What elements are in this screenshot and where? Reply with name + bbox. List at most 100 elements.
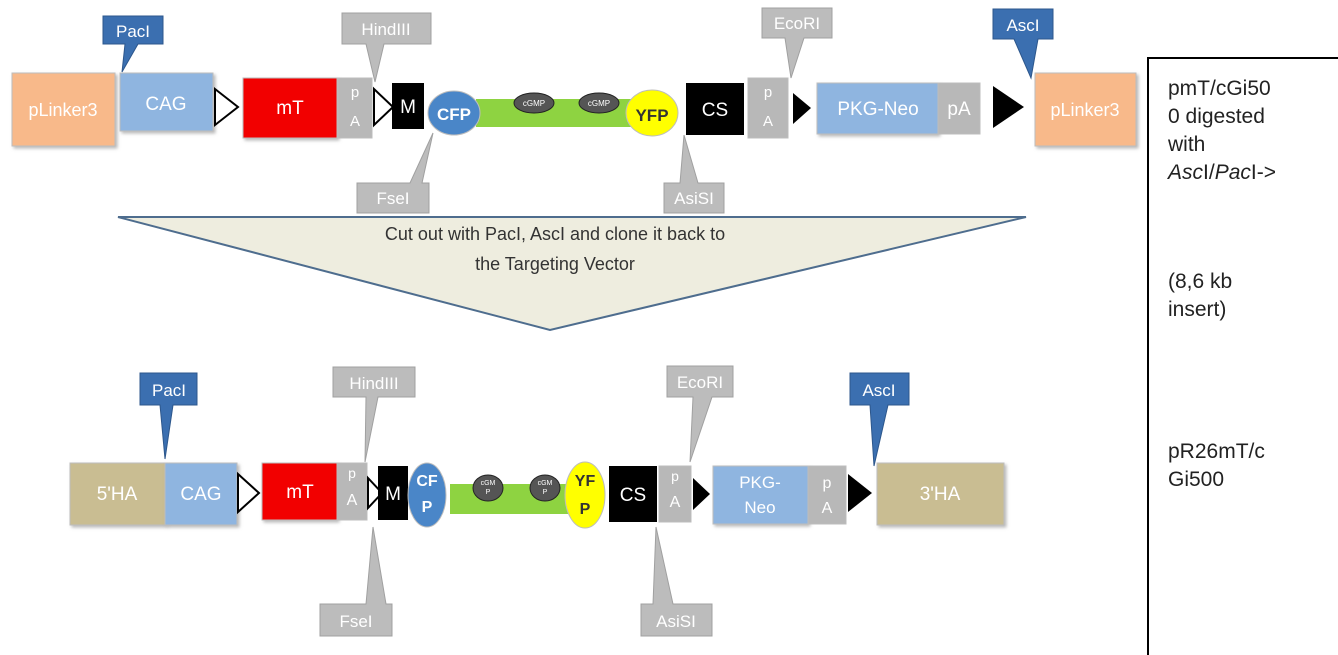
top-cs-label: CS [702,100,728,121]
top-callouts: PacI HindIII EcoRI AscI FseI AsiSI [102,7,1054,214]
bottom-paci-callout [139,372,198,460]
bottom-ecori-callout [666,365,734,463]
top-pa1-p: p [351,84,359,101]
bottom-mt-label: mT [286,482,314,503]
clone-back-arrow [117,216,1027,332]
top-pa3-box [937,82,981,135]
bottom-pkg-neo-a: PKG- [739,473,781,492]
side-line-1: pmT/cGi50 [1168,77,1271,100]
bottom-pa3-box [807,465,847,525]
bottom-cfp-ellipse [407,462,447,528]
top-asci-callout [992,8,1054,80]
bottom-cs-label: CS [620,485,646,506]
bottom-pa2-box [658,465,692,523]
bottom-asisi-label: AsiSI [656,612,696,631]
side-panel-text-2: (8,6 kb insert) [1168,268,1232,324]
top-cgmp2-ellipse [578,92,620,114]
side-panel-text-3: pR26mT/c Gi500 [1168,438,1265,494]
bottom-5ha-label: 5'HA [97,484,138,505]
bottom-cfp-cf: CF [416,473,438,490]
top-mt-box [242,77,338,139]
top-plinker-left-box [11,72,116,147]
bottom-asisi-callout [640,526,713,637]
top-ecori-label: EcoRI [774,14,820,33]
bottom-yfp-ellipse [564,461,606,529]
bottom-pa1-a: A [347,492,358,509]
top-m-box [392,83,424,129]
side-line-4-asc: Asc [1168,161,1204,184]
top-cag-box [119,72,214,132]
bottom-pa2-p: p [671,468,679,484]
top-pa1-box [337,77,373,139]
top-m-label: M [400,97,416,118]
top-hindiii-label: HindIII [361,20,410,39]
arrow-text-line2: the Targeting Vector [475,254,635,274]
top-cfp-label: CFP [437,105,471,124]
bottom-cgmp2-a: cGM [538,480,553,487]
bottom-yfp-yf: YF [575,473,596,490]
bottom-m-label: M [385,484,401,505]
top-cag-label: CAG [145,94,186,115]
bottom-cgmp2-b: P [543,489,548,496]
side-line-8: Gi500 [1168,468,1225,491]
top-cfp-circle [427,90,481,136]
bottom-fsei-callout [319,526,393,637]
top-pa1-a: A [350,113,360,130]
bottom-hindiii-callout [332,366,416,463]
side-panel-text-1: pmT/cGi50 0 digested with AscI/PacI-> [1168,75,1276,187]
top-yfp-label: YFP [635,106,668,125]
bottom-cgmp1-ellipse [472,474,504,502]
bottom-cag-label: CAG [180,484,221,505]
bottom-linker-bar [450,484,582,514]
bottom-yfp-p: P [580,501,591,518]
top-loxp-open-triangle-2 [373,86,395,128]
top-pa2-p: p [764,84,772,101]
bottom-pa3-p: p [823,475,832,492]
bottom-pkg-neo-b: Neo [744,498,775,517]
top-hindiii-callout [341,12,432,83]
bottom-hindiii-label: HindIII [349,374,398,393]
bottom-cgmp1-a: cGM [481,480,496,487]
side-line-7: pR26mT/c [1168,440,1265,463]
bottom-pa2-a: A [670,494,681,511]
top-ecori-callout [761,7,833,79]
bottom-paci-label: PacI [152,381,186,400]
bottom-cag-box [164,462,238,526]
side-line-5: (8,6 kb [1168,270,1233,293]
bottom-loxp-open-triangle-1 [237,471,261,515]
bottom-cs-box [609,466,657,522]
bottom-pa3-a: A [822,500,833,517]
bottom-3ha-box [876,462,1005,526]
bottom-cgmp2-ellipse [529,474,561,502]
top-fsei-label: FseI [376,189,409,208]
side-panel [1147,57,1338,655]
side-line-4: AscI/PacI-> [1168,159,1276,187]
top-loxp-filled-triangle-1 [793,93,811,124]
top-cgmp1-ellipse [513,92,555,114]
top-plinker-right-label: pLinker3 [1050,100,1119,120]
top-pa3-label: pA [947,99,971,120]
bottom-callouts: PacI HindIII EcoRI AscI FseI AsiSI [139,365,910,637]
top-loxp-open-triangle-1 [214,86,240,128]
arrow-text-line1: Cut out with PacI, AscI and clone it bac… [385,224,725,244]
side-line-2: 0 digested [1168,105,1265,128]
top-cgmp2-label: cGMP [588,99,610,108]
top-cs-box [686,83,744,135]
top-loxp-filled-triangle-2 [993,86,1024,128]
top-pa2-box [747,77,789,139]
top-asisi-callout [663,134,725,214]
bottom-ecori-label: EcoRI [677,373,723,392]
bottom-cfp-p: P [422,499,433,516]
top-paci-label: PacI [116,22,150,41]
top-asisi-label: AsiSI [674,189,714,208]
side-line-6: insert) [1168,298,1227,321]
bottom-loxp-filled-triangle-2 [848,474,872,512]
top-pkg-neo-box [816,82,939,135]
side-line-3: with [1168,133,1206,156]
top-construct: pLinker3 CAG mT p A M CFP cGMP cGMP YFP … [11,72,1137,147]
bottom-3ha-label: 3'HA [920,484,961,505]
top-paci-callout [102,15,164,73]
bottom-mt-box [261,462,338,521]
top-asci-label: AscI [1006,16,1039,35]
